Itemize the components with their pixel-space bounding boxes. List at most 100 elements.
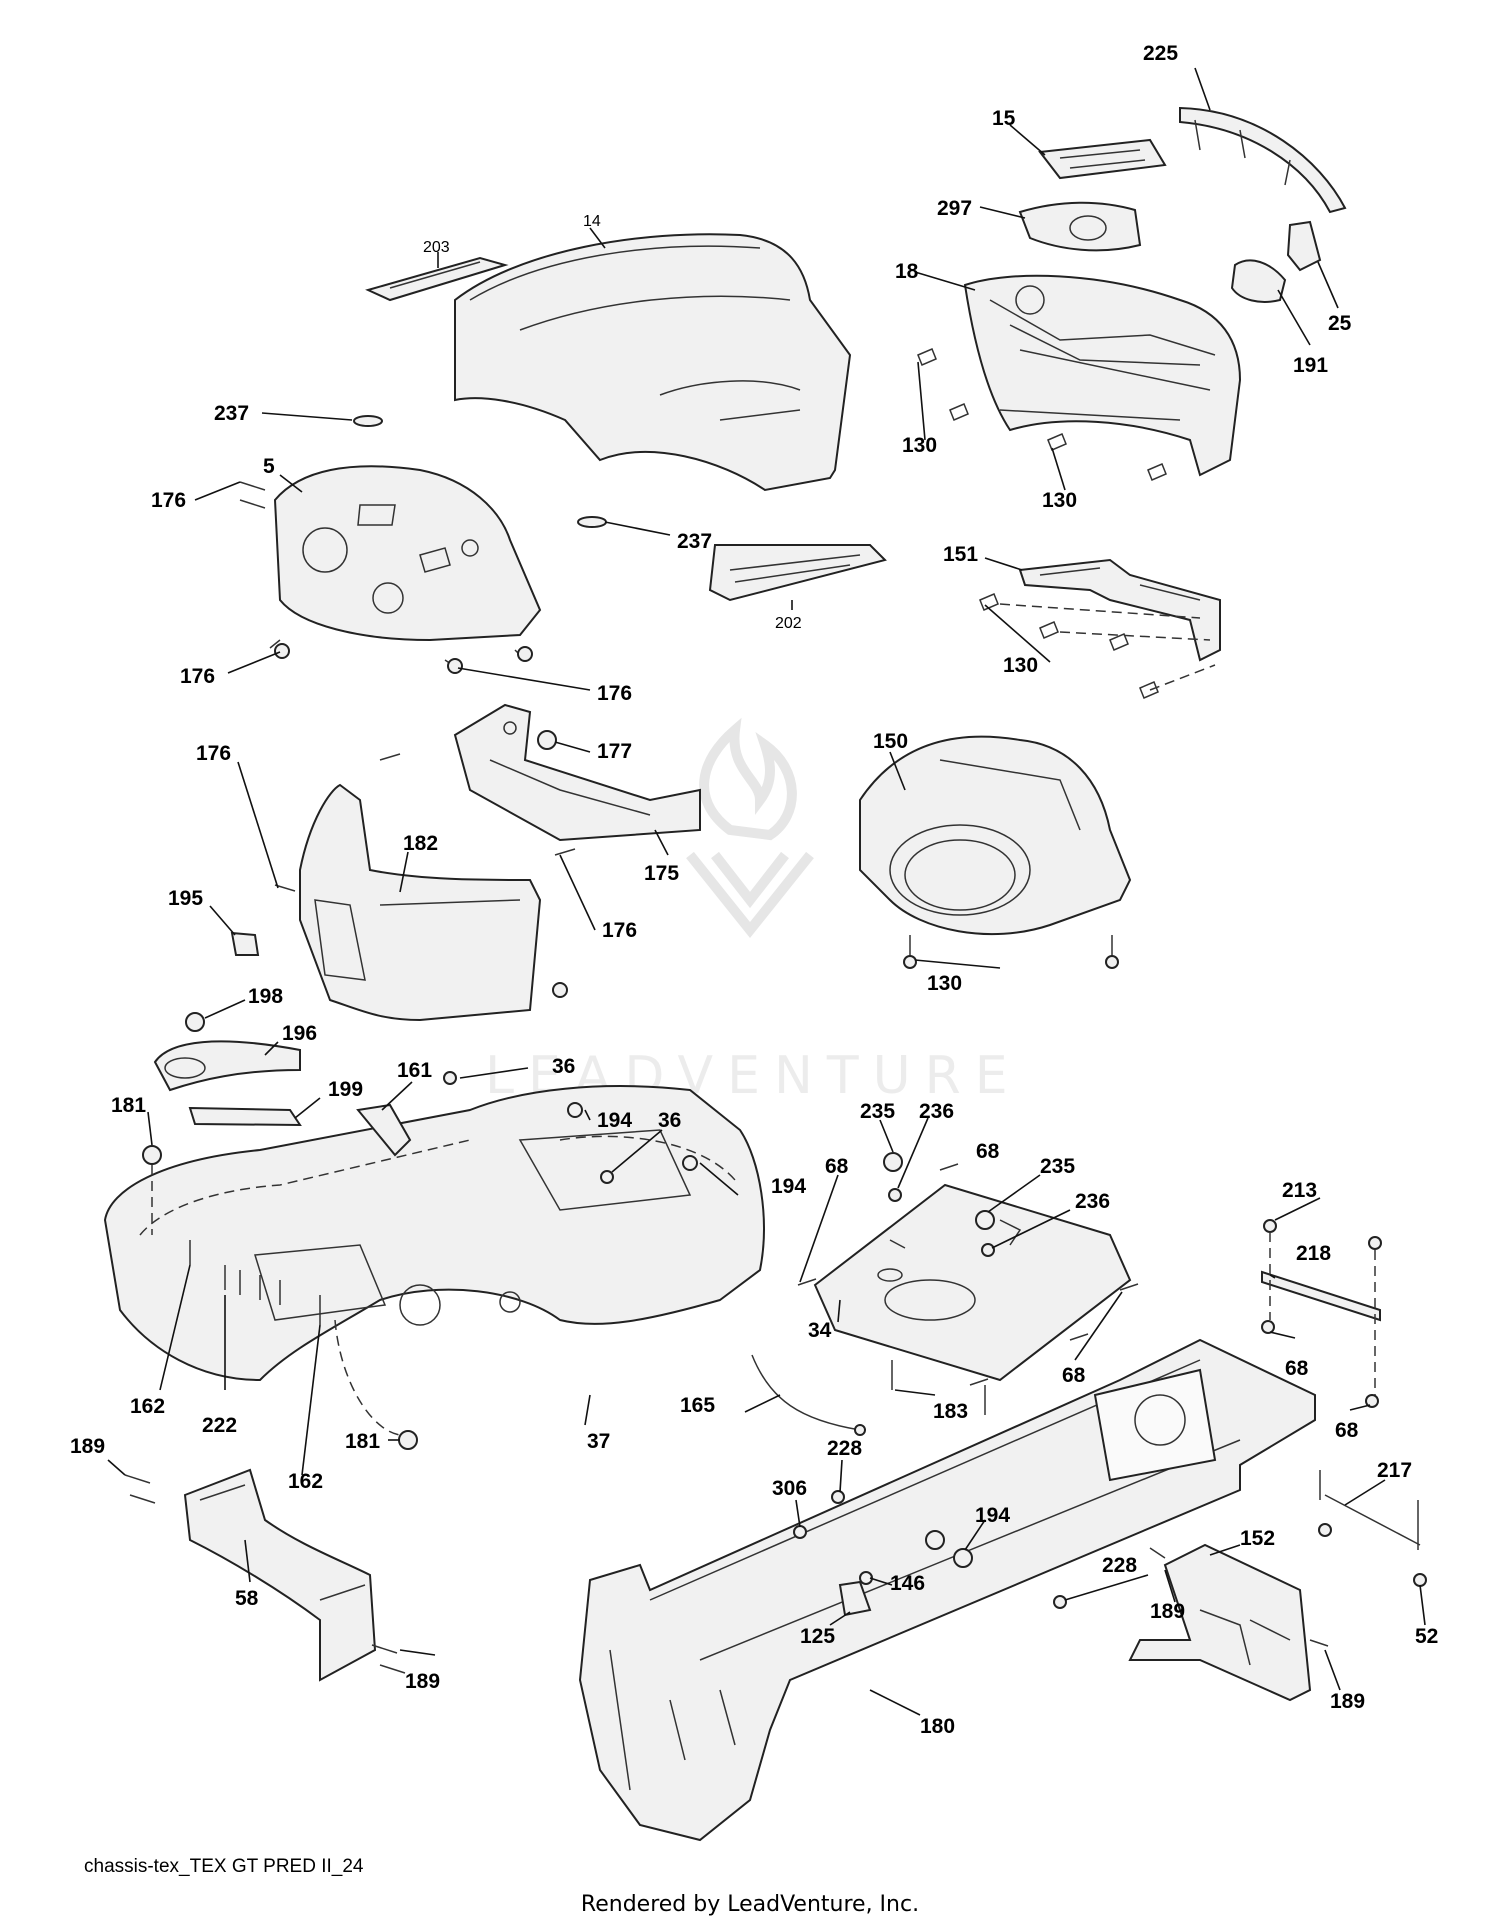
fastener-group-235-236-68	[797, 1152, 1139, 1386]
part-58-bracket	[183, 1468, 377, 1682]
callout-146: 146	[890, 1572, 925, 1595]
callout-189-bracket: 189	[405, 1670, 440, 1693]
callout-189-right: 189	[1330, 1690, 1365, 1713]
part-37-fender	[103, 1085, 765, 1382]
part-237-plug-a	[353, 415, 383, 427]
callout-68-plate-right: 68	[1062, 1364, 1086, 1387]
part-152-shield	[1128, 1543, 1312, 1702]
fastener-group-183	[891, 1360, 986, 1415]
callout-228-upper: 228	[827, 1437, 862, 1460]
fastener-group-176-dash	[239, 481, 533, 674]
fastener-group-176-panel	[274, 753, 576, 998]
part-217-rod	[1318, 1470, 1427, 1587]
part-191-insert	[1230, 259, 1287, 303]
callout-199: 199	[328, 1078, 363, 1101]
callout-198: 198	[248, 985, 283, 1008]
callout-176-dash-right: 176	[597, 682, 632, 705]
part-150-shroud	[859, 735, 1132, 936]
part-199-plate	[188, 1106, 302, 1127]
callout-181-lower: 181	[345, 1430, 380, 1453]
callout-68-left: 68	[825, 1155, 849, 1178]
callout-297: 297	[937, 197, 972, 220]
callout-176-panel-right: 176	[602, 919, 637, 942]
part-15-panel	[1038, 138, 1167, 180]
callout-189-shield: 189	[1150, 1600, 1185, 1623]
part-196-seat-plate	[153, 1040, 301, 1092]
callout-34: 34	[808, 1319, 832, 1342]
part-175-mount	[453, 703, 701, 842]
part-225-trim	[1179, 106, 1347, 214]
callout-130-bracket: 130	[1003, 654, 1038, 677]
part-5-dash-panel	[273, 465, 542, 642]
screw-group-130-shroud	[903, 935, 1119, 969]
watermark-logo	[686, 717, 814, 939]
callout-183: 183	[933, 1400, 968, 1423]
callout-176-dash-bottom: 176	[180, 665, 215, 688]
callout-203: 203	[423, 239, 450, 256]
part-18-grille	[963, 274, 1242, 477]
part-218-bar	[1261, 1270, 1381, 1322]
callout-151: 151	[943, 543, 978, 566]
callout-161: 161	[397, 1059, 432, 1082]
callout-labels: 225 15 297 14 203 18 25 191 130 130 237 …	[70, 42, 1438, 1738]
callout-68-bar-right: 68	[1335, 1419, 1359, 1442]
callout-152: 152	[1240, 1527, 1275, 1550]
callout-235-right: 235	[1040, 1155, 1075, 1178]
callout-196: 196	[282, 1022, 317, 1045]
callout-14: 14	[583, 213, 601, 230]
part-203-strip	[365, 256, 509, 302]
callout-228-lower: 228	[1102, 1554, 1137, 1577]
callout-213: 213	[1282, 1179, 1317, 1202]
part-34-engine-plate	[813, 1183, 1132, 1382]
callout-175: 175	[644, 862, 679, 885]
callout-217: 217	[1377, 1459, 1412, 1482]
callout-125: 125	[800, 1625, 835, 1648]
screw-group-130-grille	[917, 348, 1167, 481]
callout-237-lower: 237	[677, 530, 712, 553]
callout-58: 58	[235, 1587, 259, 1610]
screw-group-130-bracket	[979, 593, 1216, 699]
callout-162-right: 162	[288, 1470, 323, 1493]
callout-130-grille-lower: 130	[1042, 489, 1077, 512]
part-161-bracket	[356, 1103, 412, 1157]
part-182-panel	[299, 783, 542, 1022]
callout-194-fender-lower: 194	[771, 1175, 806, 1198]
callout-176-dash-left: 176	[151, 489, 186, 512]
fastener-group-189-152	[1149, 1547, 1329, 1647]
callout-180: 180	[920, 1715, 955, 1738]
callout-18: 18	[895, 260, 919, 283]
callout-15: 15	[992, 107, 1016, 130]
part-165-rod	[751, 1354, 866, 1436]
part-195-clip	[230, 931, 260, 956]
callout-236-left: 236	[919, 1100, 954, 1123]
fastener-group-189-58	[124, 1474, 406, 1674]
part-25-bracket	[1286, 220, 1322, 272]
part-198-knob	[185, 1012, 205, 1032]
leader-lines	[107, 67, 1426, 1716]
callout-182: 182	[403, 832, 438, 855]
callout-176-panel-top: 176	[196, 742, 231, 765]
callout-237-upper: 237	[214, 402, 249, 425]
callout-202: 202	[775, 615, 802, 632]
callout-225: 225	[1143, 42, 1178, 65]
callout-165: 165	[680, 1394, 715, 1417]
callout-218: 218	[1296, 1242, 1331, 1265]
part-125-plate	[838, 1580, 872, 1617]
callout-181-upper: 181	[111, 1094, 146, 1117]
part-181-bushing-a	[142, 1145, 162, 1235]
fastener-group-222-162	[189, 1240, 321, 1325]
callout-52: 52	[1415, 1625, 1438, 1648]
part-14-hood	[454, 233, 852, 492]
part-180-frame	[578, 1338, 1316, 1842]
callout-195: 195	[168, 887, 203, 910]
callout-162-left: 162	[130, 1395, 165, 1418]
callout-194-fender-upper: 194	[597, 1109, 632, 1132]
callout-36-lower: 36	[658, 1109, 681, 1132]
callout-306: 306	[772, 1477, 807, 1500]
callout-150: 150	[873, 730, 908, 753]
fastener-group-213-68	[1261, 1219, 1382, 1408]
part-151-bracket	[1018, 558, 1221, 662]
callout-235-left: 235	[860, 1100, 895, 1123]
